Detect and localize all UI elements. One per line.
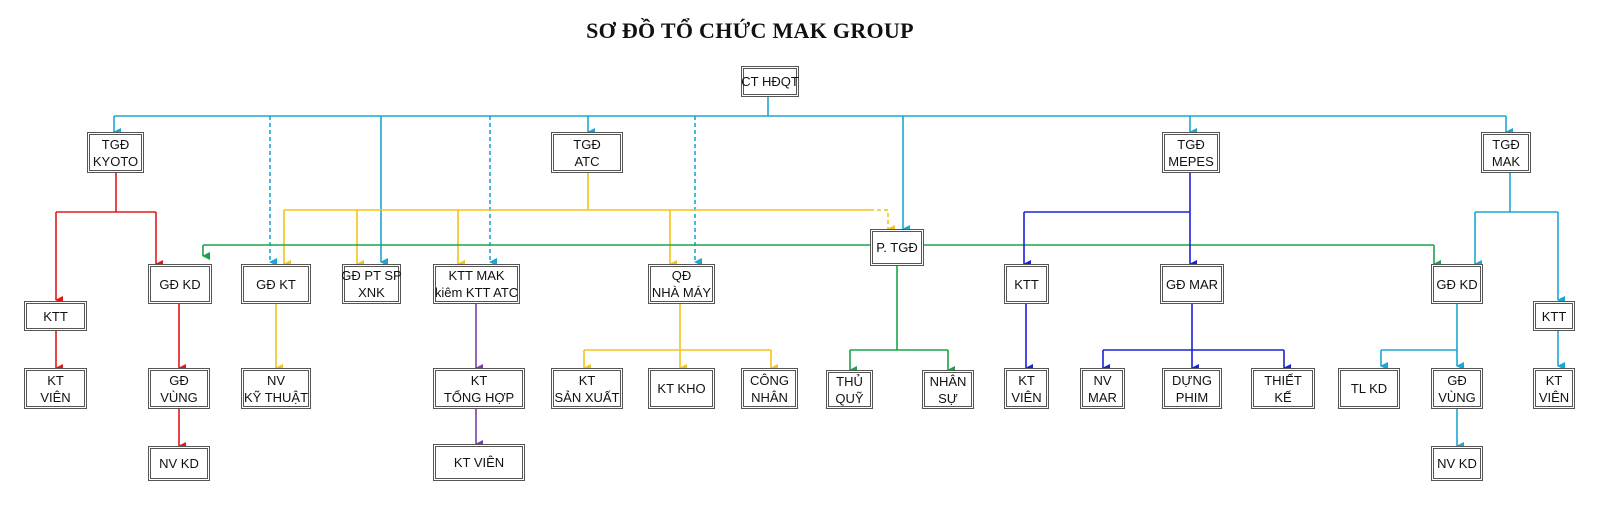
chart-title: SƠ ĐỒ TỔ CHỨC MAK GROUP — [586, 18, 914, 43]
node-nv-mar: NV MAR — [1080, 368, 1125, 409]
node-label: NHÀ MÁY — [651, 285, 712, 300]
node-label: KTT — [1014, 276, 1039, 292]
node-kt-tong-hop: KT TỔNG HỢP — [433, 368, 525, 409]
node-tl-kd: TL KD — [1338, 368, 1400, 409]
node-label: NHÂN — [929, 373, 967, 389]
node-label: GĐ — [1447, 372, 1467, 388]
node-cong-nhan: CÔNG NHÂN — [741, 368, 798, 409]
node-label: TGĐ — [1177, 136, 1205, 152]
node-label: kiêm KTT ATC — [434, 285, 519, 300]
node-label: GĐ PT SP — [341, 268, 402, 283]
node-gd-mar: GĐ MAR — [1160, 264, 1224, 304]
node-label: KTT — [1541, 308, 1567, 324]
node-label: GĐ KT — [256, 276, 296, 292]
node-label: GĐ MAR — [1166, 276, 1218, 292]
node-gd-kd-2: GĐ KD — [1431, 264, 1483, 304]
node-gd-vung-1: GĐ VÙNG — [148, 368, 210, 409]
node-label: ATC — [574, 153, 600, 169]
node-nv-kd-2: NV KD — [1431, 446, 1483, 481]
green-connectors — [202, 244, 1441, 374]
node-label: KỸ THUẬT — [243, 389, 309, 405]
node-label: NV KD — [1437, 456, 1477, 471]
node-tgd-kyoto: TGĐ KYOTO — [87, 132, 144, 173]
node-label: SẢN XUẤT — [554, 389, 620, 405]
node-label: MAR — [1088, 389, 1117, 405]
node-ktt-kyoto: KTT — [24, 301, 87, 331]
node-tgd-atc: TGĐ ATC — [551, 132, 623, 173]
node-gd-vung-2: GĐ VÙNG — [1431, 368, 1483, 409]
node-nv-ky-thuat: NV KỸ THUẬT — [241, 368, 311, 409]
node-label: KT — [470, 372, 488, 388]
node-label: CT HĐQT — [741, 74, 799, 89]
yellow-connectors — [275, 172, 895, 372]
node-label: NV — [266, 372, 286, 388]
node-kt-vien-2: KT VIÊN — [433, 444, 525, 481]
node-label: MEPES — [1168, 153, 1214, 169]
node-label: THỦ — [836, 373, 863, 389]
node-ktt-mak-2: KTT — [1533, 301, 1575, 331]
node-label: VÙNG — [160, 389, 198, 405]
node-label: NV KD — [159, 456, 199, 471]
node-label: DỰNG — [1172, 372, 1212, 388]
node-label: KT — [47, 372, 64, 388]
node-label: KT — [1545, 372, 1563, 388]
node-label: VIÊN — [40, 389, 71, 405]
node-label: P. TGĐ — [876, 240, 918, 255]
node-label: VÙNG — [1438, 389, 1476, 405]
blue-connectors — [1023, 172, 1291, 372]
node-label: KTT MAK — [448, 268, 505, 283]
node-kt-vien-4: KT VIÊN — [1533, 368, 1575, 409]
node-p-tgd: P. TGĐ — [870, 229, 924, 266]
node-label: KT KHO — [657, 381, 706, 396]
node-label: SỰ — [938, 390, 958, 406]
node-label: TL KD — [1350, 381, 1388, 396]
node-label: QUỸ — [835, 390, 864, 406]
node-label: PHIM — [1175, 389, 1209, 405]
node-label: GĐ KD — [1436, 276, 1478, 292]
node-gd-kt: GĐ KT — [241, 264, 311, 304]
cyan-connectors — [113, 96, 1565, 450]
node-label: KTT — [43, 308, 68, 324]
node-label: XNK — [358, 285, 385, 300]
node-ktt-mepes: KTT — [1004, 264, 1049, 304]
node-kt-kho: KT KHO — [648, 368, 715, 409]
node-label: TGĐ — [1492, 136, 1520, 152]
node-label: QĐ — [671, 268, 692, 283]
node-tgd-mak: TGĐ MAK — [1481, 132, 1531, 173]
node-label: NHÂN — [751, 389, 788, 405]
node-nv-kd-1: NV KD — [148, 446, 210, 481]
node-label: GĐ — [169, 372, 189, 388]
node-ktt-mak: KTT MAK kiêm KTT ATC — [433, 264, 520, 304]
node-label: GĐ KD — [159, 276, 201, 292]
node-ct-hdqt: CT HĐQT — [741, 66, 799, 97]
node-tgd-mepes: TGĐ MEPES — [1162, 132, 1220, 173]
node-label: KYOTO — [92, 153, 139, 169]
node-gd-pt-sp: GĐ PT SP XNK — [341, 264, 402, 304]
node-thiet-ke: THIẾT KẾ — [1251, 368, 1315, 409]
node-label: TỔNG HỢP — [443, 389, 515, 405]
node-label: VIÊN — [1538, 389, 1570, 405]
node-label: TGĐ — [573, 136, 601, 152]
node-label: CÔNG — [750, 372, 789, 388]
node-dung-phim: DỰNG PHIM — [1162, 368, 1222, 409]
node-label: KT VIÊN — [453, 455, 505, 470]
node-label: THIẾT — [1264, 372, 1302, 388]
node-gd-kd-1: GĐ KD — [148, 264, 212, 304]
node-thu-quy: THỦ QUỸ — [826, 370, 873, 409]
node-label: NV — [1093, 372, 1112, 388]
node-kt-san-xuat: KT SẢN XUẤT — [551, 368, 623, 409]
node-qd-nha-may: QĐ NHÀ MÁY — [648, 264, 715, 304]
node-nhan-su: NHÂN SỰ — [922, 370, 974, 409]
node-label: KT — [578, 372, 596, 388]
node-label: MAK — [1491, 153, 1521, 169]
node-label: KT — [1018, 372, 1035, 388]
node-label: TGĐ — [101, 136, 130, 152]
node-kt-vien-1: KT VIÊN — [24, 368, 87, 409]
node-kt-vien-3: KT VIÊN — [1004, 368, 1049, 409]
node-label: KẾ — [1274, 389, 1292, 405]
node-label: VIÊN — [1011, 389, 1042, 405]
red-connectors — [55, 172, 186, 450]
